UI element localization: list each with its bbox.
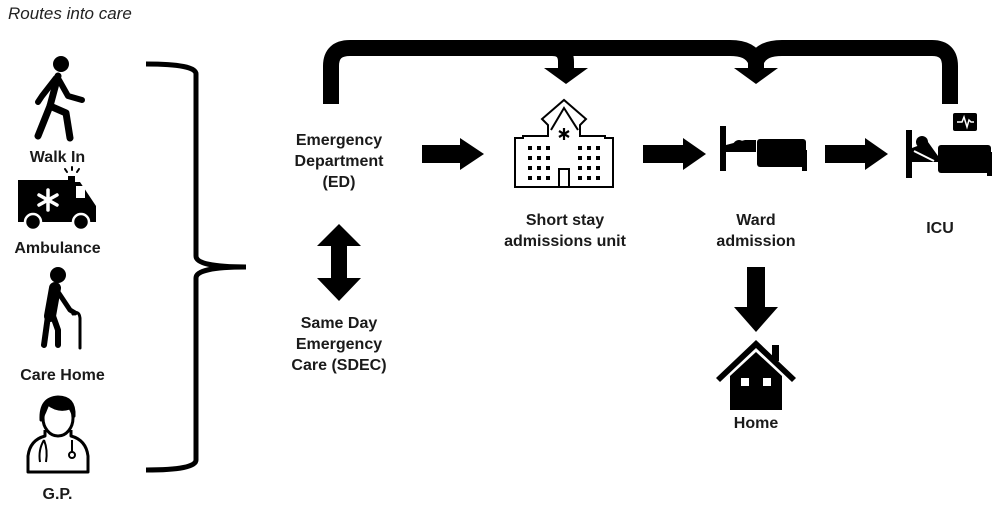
route-label-gp: G.P. xyxy=(42,486,73,503)
diagram-title: Routes into care xyxy=(8,4,132,23)
node-emergency-department: Emergency Department (ED) xyxy=(270,130,408,193)
ed-line-2: Department xyxy=(294,153,384,170)
doctor-with-stethoscope-icon xyxy=(26,395,90,474)
arrow-to-short-stay xyxy=(544,68,588,84)
ed-line-3: (ED) xyxy=(322,174,356,191)
arrow-ed-to-short-stay xyxy=(422,138,484,170)
node-short-stay-admissions-unit: Short stay admissions unit xyxy=(490,210,640,252)
node-ward-admission: Ward admission xyxy=(700,210,812,252)
route-label-walk-in: Walk In xyxy=(29,149,86,166)
ambulance-icon xyxy=(18,166,96,232)
ed-line-1: Emergency xyxy=(295,132,383,149)
short-stay-line-1: Short stay xyxy=(525,212,605,229)
grouping-brace xyxy=(145,61,247,473)
arrow-ward-to-home xyxy=(734,267,778,332)
icu-bed-with-monitor-icon xyxy=(906,113,992,178)
node-sdec: Same Day Emergency Care (SDEC) xyxy=(270,313,408,376)
hospital-bed-icon xyxy=(720,126,807,171)
ward-line-1: Ward xyxy=(736,212,776,229)
sdec-line-1: Same Day xyxy=(300,315,378,332)
hospital-building-icon xyxy=(514,98,614,188)
top-connector-arrow xyxy=(323,40,958,104)
elderly-person-with-cane-icon xyxy=(41,267,82,350)
node-home: Home xyxy=(733,415,779,432)
sdec-line-3: Care (SDEC) xyxy=(291,357,387,374)
arrow-ward-to-icu xyxy=(825,138,888,170)
walking-person-icon xyxy=(34,56,85,142)
arrow-short-stay-to-ward xyxy=(643,138,706,170)
ward-line-2: admission xyxy=(716,233,796,250)
sdec-line-2: Emergency xyxy=(295,336,383,353)
node-icu: ICU xyxy=(926,220,954,237)
arrow-ed-sdec-bidirectional xyxy=(317,224,361,301)
arrow-to-ward xyxy=(734,68,778,84)
route-label-care-home: Care Home xyxy=(20,367,105,384)
short-stay-line-2: admissions unit xyxy=(504,233,626,250)
house-icon xyxy=(716,340,796,410)
route-label-ambulance: Ambulance xyxy=(14,240,101,257)
